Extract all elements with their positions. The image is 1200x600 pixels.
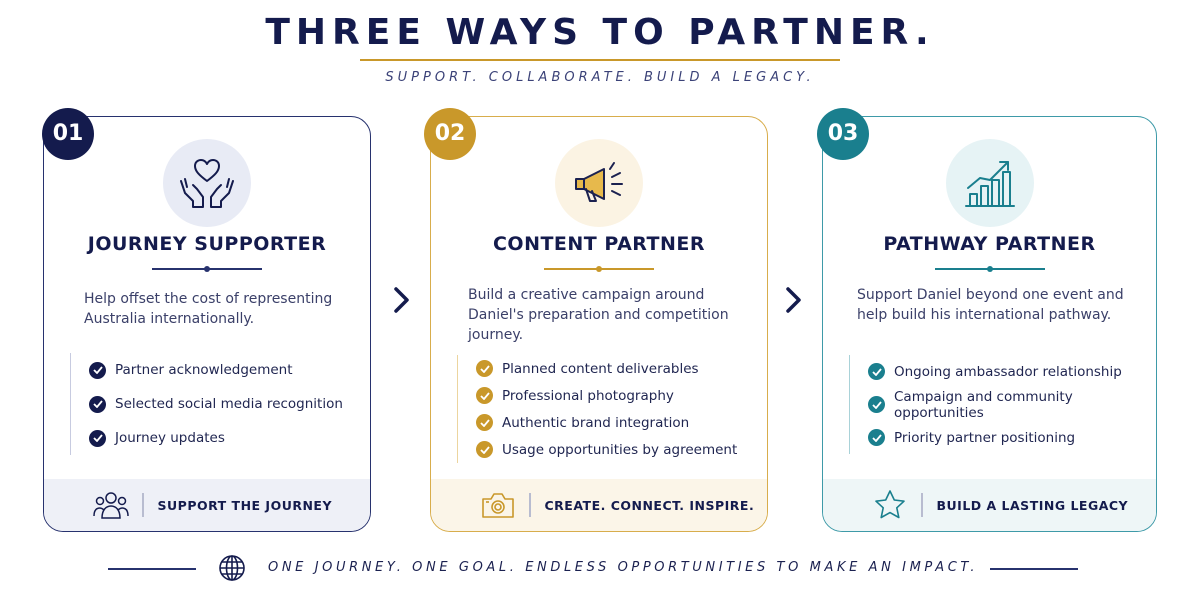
card-divider: [934, 266, 1045, 272]
list-item: Campaign and community opportunities: [868, 388, 1146, 421]
list-item-label: Campaign and community opportunities: [894, 388, 1073, 421]
globe-icon: [219, 555, 245, 581]
chevron-right-icon: [394, 287, 409, 313]
list-item: Journey updates: [89, 421, 360, 455]
page-subtitle: SUPPORT. COLLABORATE. BUILD A LEGACY.: [385, 70, 815, 85]
check-icon: [89, 361, 106, 379]
list-item-label: Ongoing ambassador relationship: [894, 363, 1122, 380]
card-divider: [544, 266, 654, 272]
check-icon: [868, 396, 885, 413]
check-icon: [476, 414, 493, 431]
page-title: THREE WAYS TO PARTNER.: [265, 12, 935, 53]
growth-chart-icon: [945, 139, 1034, 227]
list-item-label: Authentic brand integration: [502, 414, 690, 431]
people-icon: [86, 490, 136, 520]
check-icon: [476, 387, 493, 404]
list-item-label: Journey updates: [115, 430, 225, 446]
footer-rule-left: [108, 568, 196, 570]
card-footer: SUPPORT THE JOURNEY: [44, 479, 370, 531]
list-item: Professional photography: [476, 382, 757, 409]
footer-tagline: ONE JOURNEY. ONE GOAL. ENDLESS OPPORTUNI…: [268, 560, 979, 575]
card-title: PATHWAY PARTNER: [883, 233, 1096, 255]
list-item-label: Professional photography: [502, 387, 674, 404]
card-footer: CREATE. CONNECT. INSPIRE.: [431, 479, 767, 531]
check-icon: [89, 429, 106, 447]
footer-divider: [921, 493, 923, 517]
check-icon: [476, 360, 493, 377]
megaphone-icon: [555, 139, 643, 227]
camera-icon: [473, 491, 523, 519]
list-item-label: Planned content deliverables: [502, 360, 699, 377]
footer-divider: [142, 493, 144, 517]
list-item: Planned content deliverables: [476, 355, 757, 382]
check-icon: [868, 429, 885, 446]
list-item-label: Partner acknowledgement: [115, 362, 293, 378]
card-divider: [152, 266, 262, 272]
card-pathway-partner: PATHWAY PARTNER Support Daniel beyond on…: [822, 116, 1157, 532]
benefit-list: Ongoing ambassador relationship Campaign…: [849, 355, 1146, 454]
footer-label: SUPPORT THE JOURNEY: [157, 497, 333, 513]
card-title: JOURNEY SUPPORTER: [87, 233, 327, 255]
chevron-right-icon: [786, 287, 801, 313]
check-icon: [89, 395, 106, 413]
card-description: Help offset the cost of representing Aus…: [84, 291, 333, 327]
benefit-list: Partner acknowledgement Selected social …: [70, 353, 360, 455]
star-icon: [865, 489, 915, 521]
card-number-badge: 03: [817, 108, 869, 160]
footer-divider: [529, 493, 531, 517]
card-description: Support Daniel beyond one event and help…: [857, 287, 1124, 323]
list-item: Ongoing ambassador relationship: [868, 355, 1146, 388]
benefit-list: Planned content deliverables Professiona…: [457, 355, 757, 463]
list-item: Priority partner positioning: [868, 421, 1146, 454]
card-number-badge: 02: [424, 108, 476, 160]
card-number-badge: 01: [42, 108, 94, 160]
footer-rule-right: [990, 568, 1078, 570]
card-journey-supporter: JOURNEY SUPPORTER Help offset the cost o…: [43, 116, 371, 532]
list-item: Selected social media recognition: [89, 387, 360, 421]
list-item-label: Priority partner positioning: [894, 429, 1076, 446]
card-footer: BUILD A LASTING LEGACY: [823, 479, 1156, 531]
hands-heart-icon: [163, 139, 251, 227]
list-item: Authentic brand integration: [476, 409, 757, 436]
card-content-partner: CONTENT PARTNER Build a creative campaig…: [430, 116, 768, 532]
list-item-label: Usage opportunities by agreement: [502, 441, 738, 458]
check-icon: [868, 363, 885, 380]
title-divider: [360, 59, 840, 61]
list-item: Partner acknowledgement: [89, 353, 360, 387]
footer-label: BUILD A LASTING LEGACY: [936, 497, 1129, 513]
check-icon: [476, 441, 493, 458]
list-item: Usage opportunities by agreement: [476, 436, 757, 463]
list-item-label: Selected social media recognition: [115, 396, 343, 412]
footer-label: CREATE. CONNECT. INSPIRE.: [544, 497, 755, 513]
card-title: CONTENT PARTNER: [492, 233, 706, 255]
card-description: Build a creative campaign around Daniel'…: [468, 287, 729, 343]
